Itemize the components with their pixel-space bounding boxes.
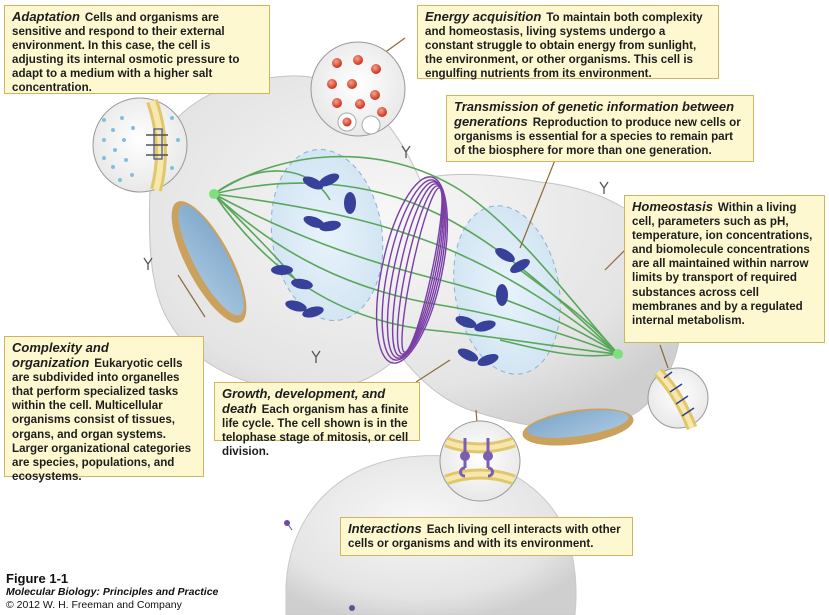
callout-growth-title: Growth, development, and death	[222, 386, 386, 417]
figure-caption: Figure 1-1 Molecular Biology: Principles…	[6, 571, 218, 612]
callout-energy-body: To maintain both complexity and homeosta…	[425, 11, 703, 81]
callout-energy-title: Energy acquisition	[425, 9, 542, 24]
book-title: Molecular Biology: Principles and Practi…	[6, 586, 219, 598]
inset-osmotic	[92, 97, 188, 193]
nucleus-left	[270, 148, 384, 322]
copyright-line: © 2012 W. H. Freeman and Company	[6, 599, 182, 611]
centrosome-left	[209, 189, 219, 199]
callout-growth-body: Each organism has a finite life cycle. T…	[222, 403, 409, 459]
mitochondrion-left	[171, 201, 247, 323]
callout-transmission-body: Reproduction to produce new cells or org…	[454, 116, 741, 158]
figure-number: Figure 1-1	[6, 571, 69, 586]
callout-interactions-title: Interactions	[348, 521, 422, 536]
centrosome-right	[613, 349, 623, 359]
callout-adaptation-title: Adaptation	[12, 9, 80, 24]
inset-energy	[310, 41, 406, 137]
callout-transmission-title: Transmission of genetic information betw…	[454, 99, 735, 130]
chromosomes	[271, 173, 530, 367]
callout-homeostasis-body: Within a living cell, parameters such as…	[632, 201, 813, 327]
spindle-fibers	[213, 155, 619, 357]
contractile-ring	[375, 176, 449, 364]
callout-transmission: Transmission of genetic information betw…	[446, 95, 754, 162]
inset-homeostasis	[647, 367, 709, 431]
callout-complexity-title: Complexity and organization	[12, 340, 109, 371]
surface-receptors	[143, 145, 609, 363]
mitochondrion-right	[522, 408, 634, 446]
callout-interactions-body: Each living cell interacts with other ce…	[348, 523, 621, 551]
callout-complexity-body: Eukaryotic cells are subdivided into org…	[12, 357, 192, 483]
inset-interactions	[439, 420, 521, 502]
callout-homeostasis-title: Homeostasis	[632, 199, 713, 214]
callout-adaptation-body: Cells and organisms are sensitive and re…	[12, 11, 240, 95]
